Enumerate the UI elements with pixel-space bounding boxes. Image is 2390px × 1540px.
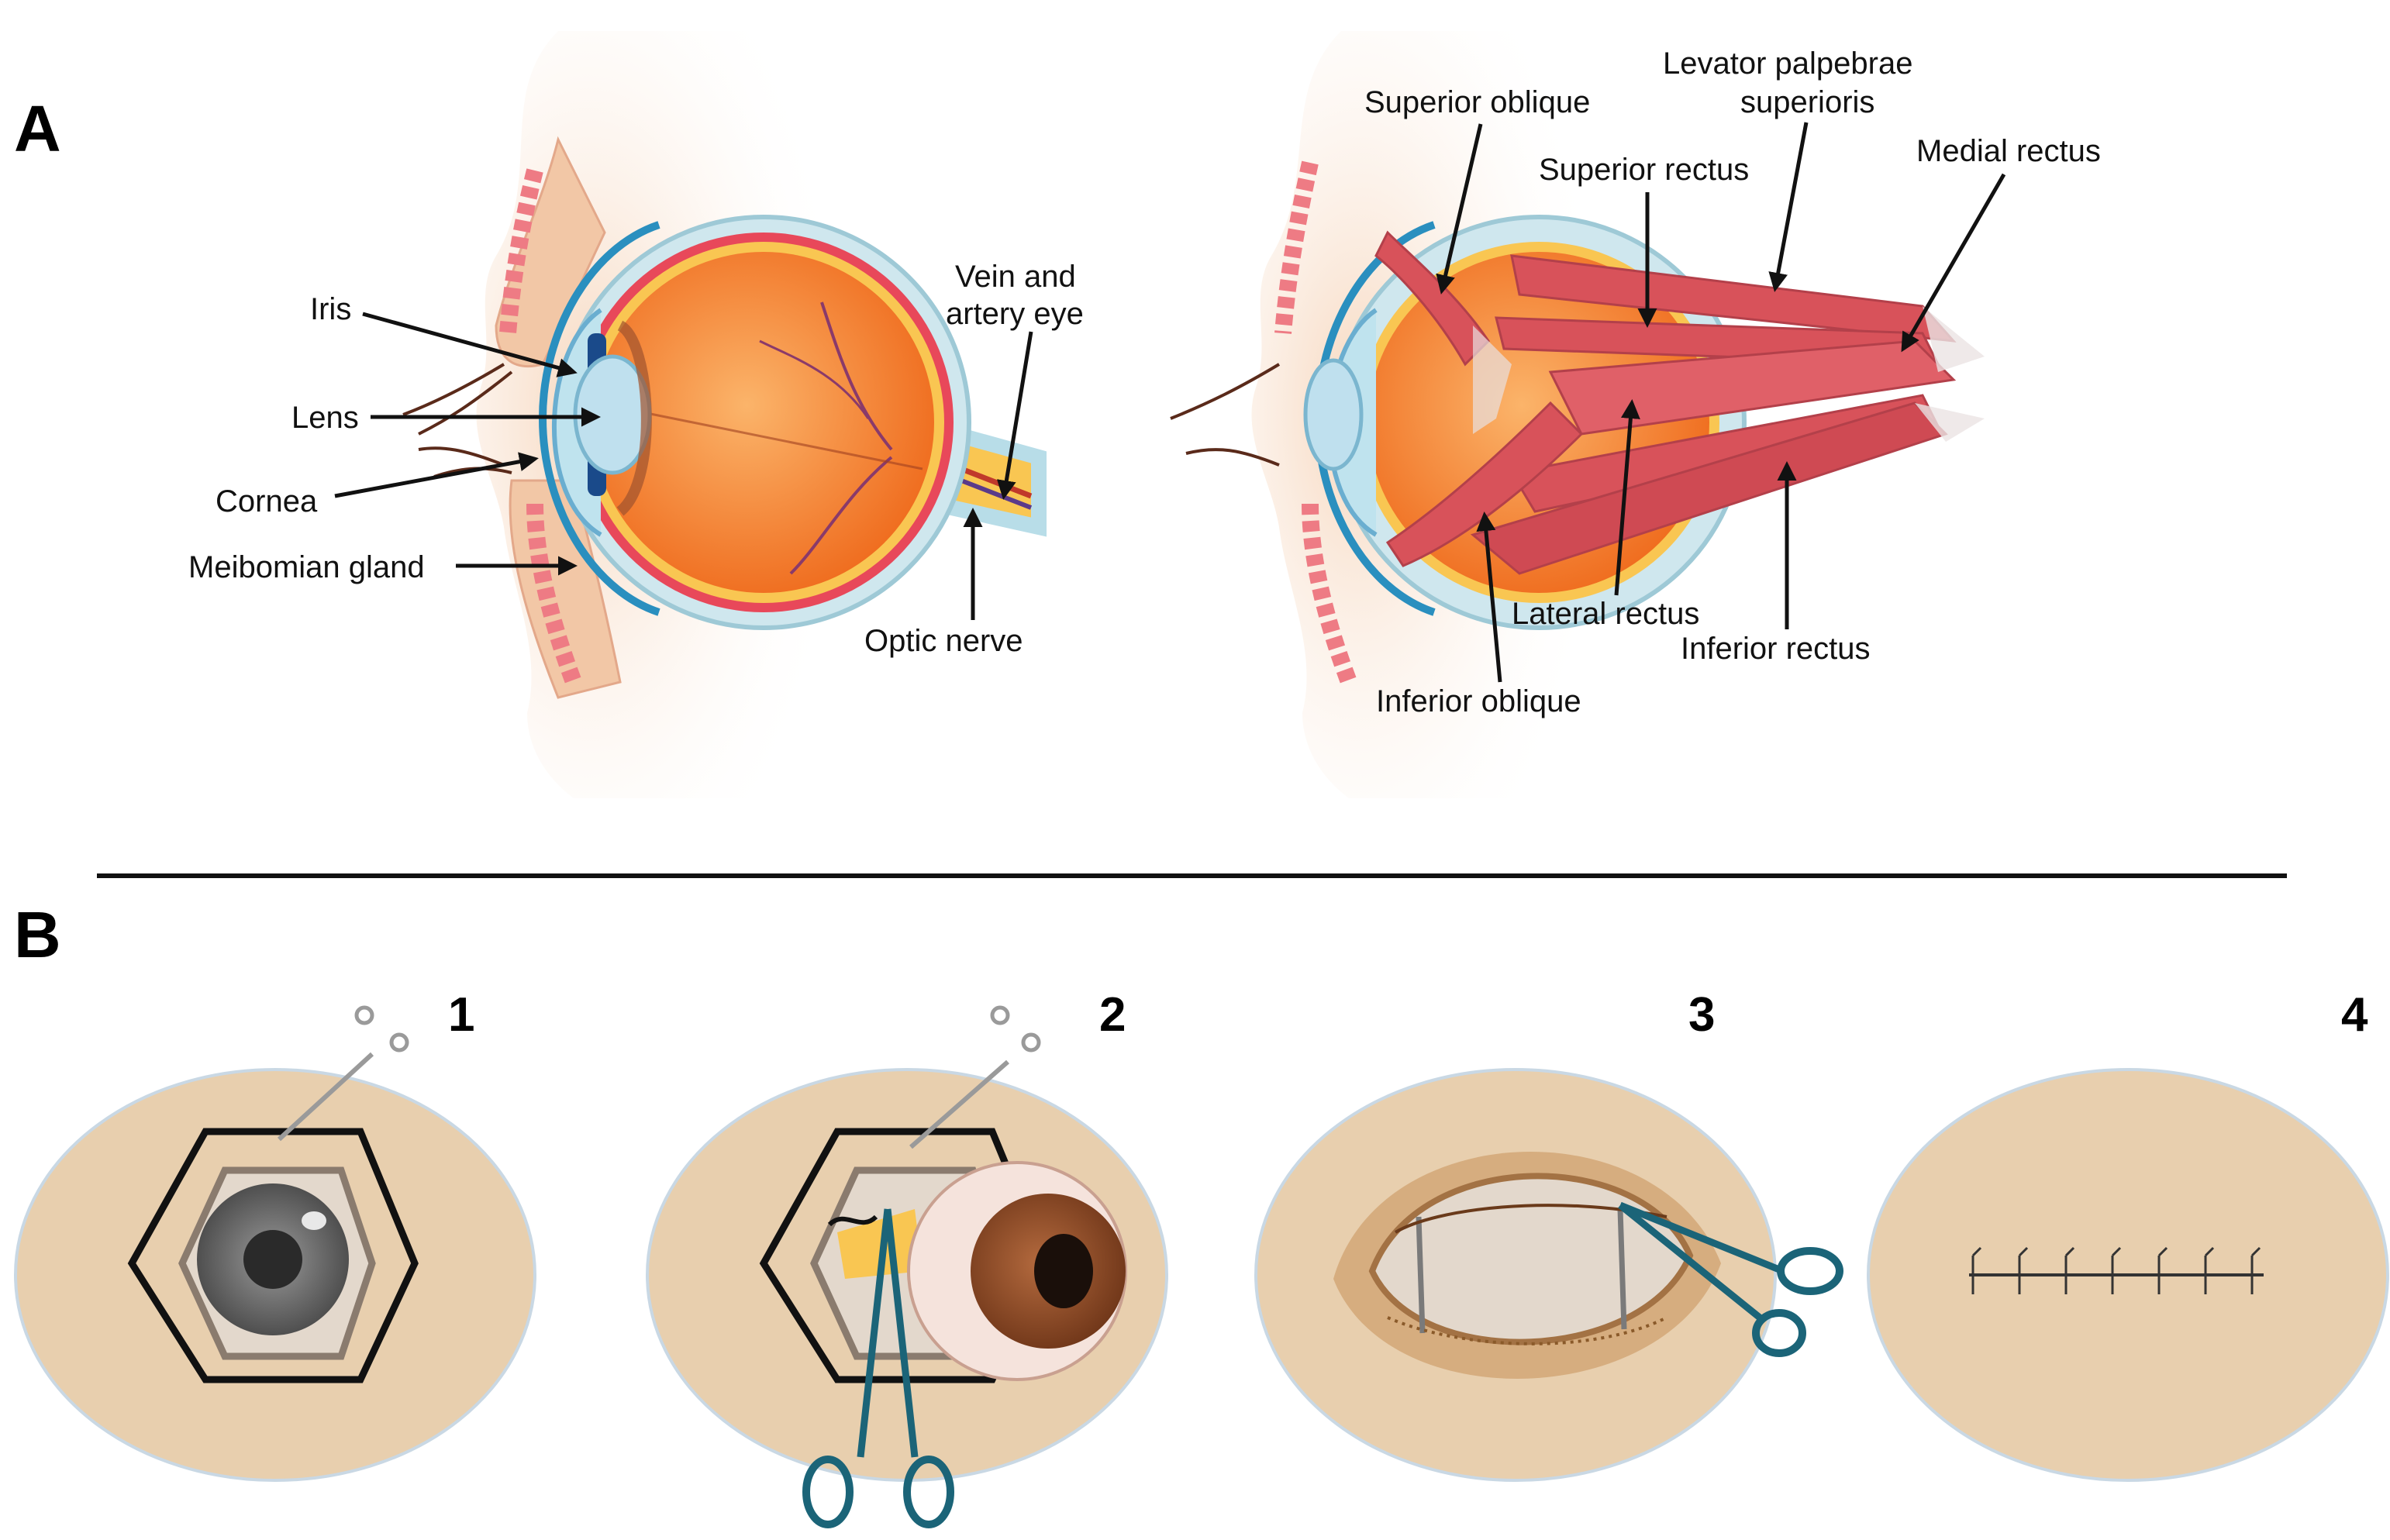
arrow-levator (1768, 122, 1809, 292)
step-number-1: 1 (448, 988, 474, 1042)
arrow-inferior-oblique (1476, 512, 1502, 683)
label-inferior-oblique: Inferior oblique (1376, 684, 1581, 718)
scissors-ring-1 (802, 1456, 854, 1528)
arrow-superior-oblique (1436, 123, 1483, 295)
superior-oblique-muscle (1374, 230, 1490, 367)
step-number-3: 3 (1688, 988, 1715, 1042)
step-number-2: 2 (1099, 988, 1126, 1042)
scissors-blade-1 (857, 1208, 892, 1458)
step-number-4: 4 (2341, 988, 2368, 1042)
label-medial-rectus: Medial rectus (1916, 134, 2101, 168)
scissors-blade-2 (884, 1208, 919, 1458)
label-iris: Iris (310, 292, 351, 326)
scissors-ring-2 (903, 1456, 954, 1528)
label-inferior-rectus: Inferior rectus (1681, 632, 1871, 666)
arrow-iris (362, 312, 578, 377)
eye-socket (1368, 1173, 1694, 1345)
sutures (1971, 1246, 2261, 1294)
label-lateral-rectus: Lateral rectus (1512, 597, 1699, 631)
step-1-illustration (14, 1005, 536, 1482)
label-optic-nerve: Optic nerve (864, 624, 1023, 658)
upper-eyelid (495, 136, 606, 368)
label-vein-artery-1: Vein and (955, 260, 1076, 294)
label-superior-oblique: Superior oblique (1364, 85, 1590, 119)
panel-label-a: A (14, 92, 61, 165)
step3-scissors-blade-1 (1619, 1201, 1785, 1275)
label-cornea: Cornea (216, 484, 318, 519)
step-3-illustration (1254, 1068, 1843, 1482)
label-vein-artery-2: artery eye (946, 297, 1084, 331)
medial-rectus-muscle (1548, 339, 1957, 436)
arrow-lateral-rectus (1614, 399, 1640, 596)
speculum-frame (127, 1128, 419, 1383)
step3-scissors-ring-1 (1777, 1247, 1843, 1295)
panel-label-b: B (14, 898, 61, 971)
arrow-cornea (334, 452, 539, 498)
label-levator-1: Levator palpebrae (1663, 47, 1912, 81)
label-meibomian-gland: Meibomian gland (188, 550, 425, 584)
eye-muscles-diagram (1170, 31, 1985, 798)
label-levator-2: superioris (1740, 85, 1874, 119)
step3-scissors-ring-2 (1752, 1309, 1806, 1357)
eye-cross-section (402, 31, 1047, 798)
arrow-medial-rectus (1901, 173, 2006, 353)
step-2-illustration (646, 1005, 1168, 1528)
inferior-oblique-muscle (1385, 401, 1584, 567)
label-lens: Lens (291, 401, 359, 435)
step3-scissors-blade-2 (1618, 1202, 1762, 1321)
arrow-vein-artery (996, 331, 1033, 500)
label-superior-rectus: Superior rectus (1539, 153, 1749, 187)
lower-eyelid (509, 479, 622, 699)
step-4-illustration (1867, 1068, 2389, 1482)
